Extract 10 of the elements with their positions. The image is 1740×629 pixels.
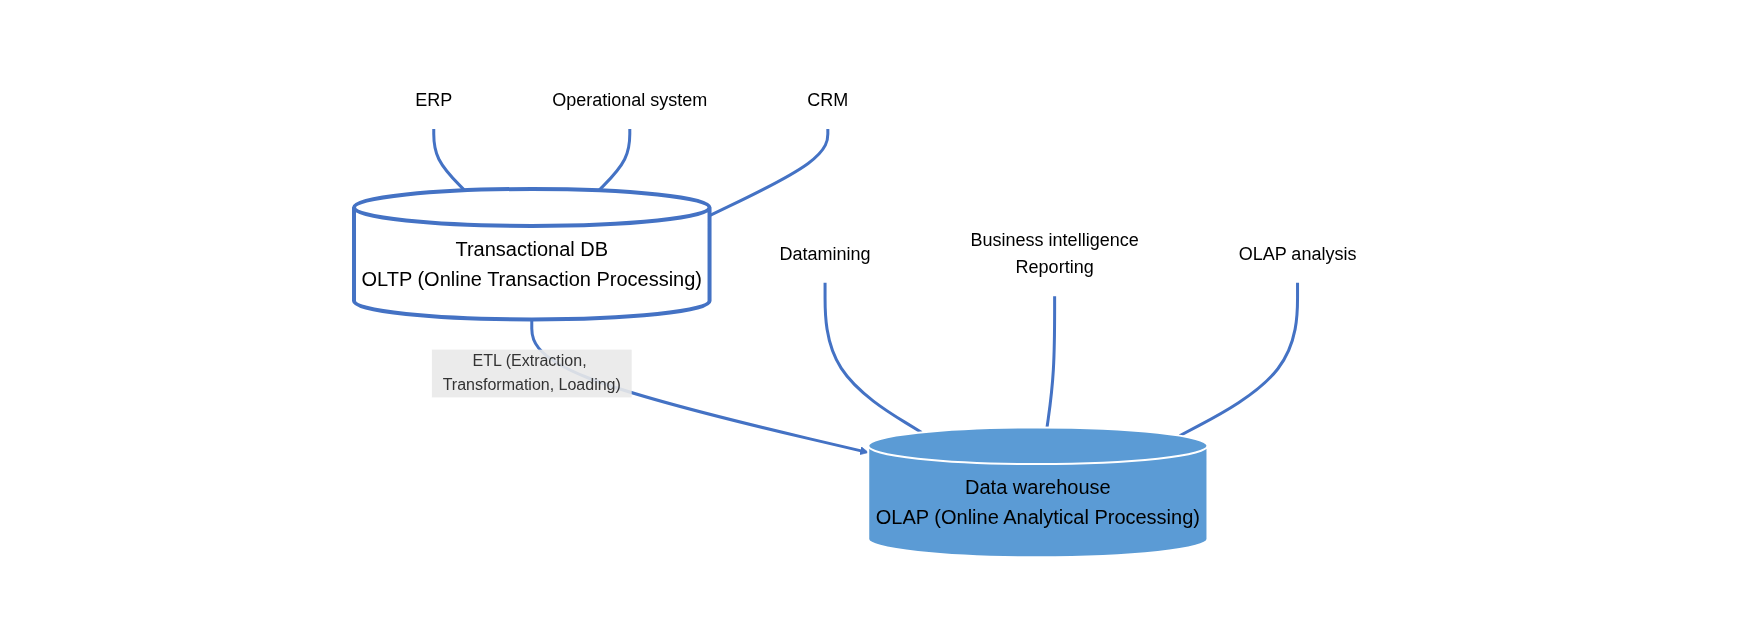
node-text: Operational system — [552, 89, 708, 110]
node-text: Datamining — [779, 243, 871, 264]
edge-label: ETL (Extraction, Transformation, Loading) — [442, 352, 621, 394]
node-text: Business intelligence Reporting — [970, 230, 1139, 278]
connector — [823, 282, 923, 434]
connector — [1045, 296, 1056, 428]
node-text: OLAP analysis — [1238, 243, 1357, 264]
connector — [1178, 282, 1299, 437]
node-text: CRM — [807, 89, 849, 110]
node-text: ERP — [415, 89, 453, 110]
